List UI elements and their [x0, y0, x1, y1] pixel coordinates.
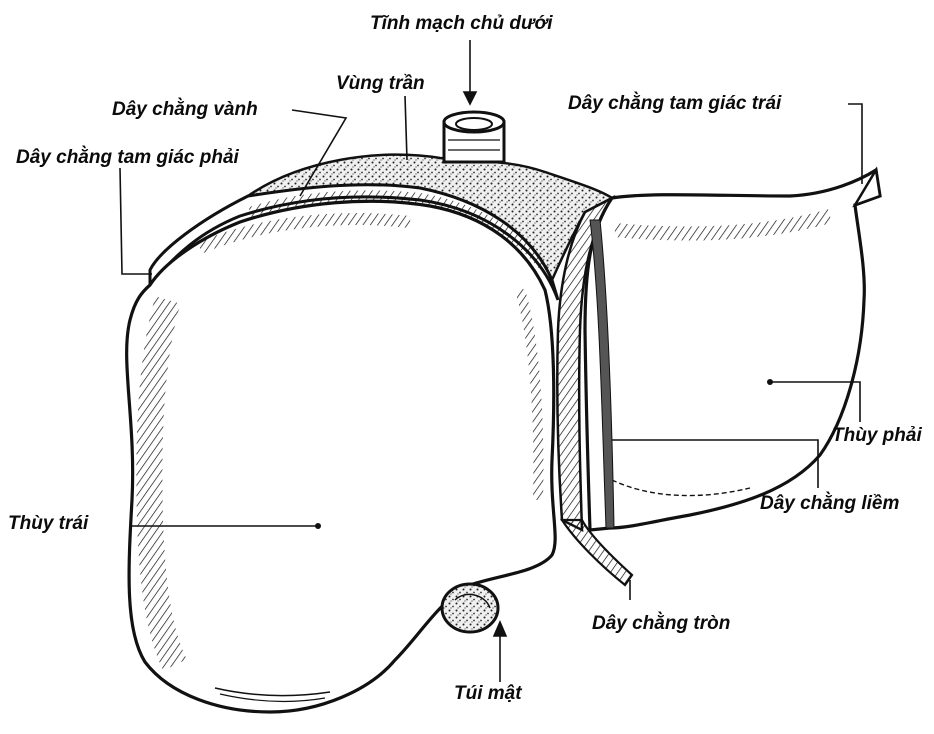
gallbladder-shape [442, 584, 498, 632]
label-bare-area: Vùng trần [336, 74, 425, 93]
label-coronary-ligament: Dây chằng vành [112, 100, 258, 119]
ivc-vessel [444, 112, 504, 162]
label-gallbladder: Túi mật [454, 684, 522, 703]
left-lobe-shape [585, 170, 880, 530]
label-right-triangular-ligament: Dây chằng tam giác phải [16, 148, 239, 167]
right-lobe-shape [127, 201, 555, 712]
label-falciform-ligament: Dây chằng liềm [760, 494, 899, 513]
label-round-ligament: Dây chằng tròn [592, 614, 730, 633]
label-left-triangular-ligament: Dây chằng tam giác trái [568, 94, 781, 113]
label-left-lobe: Thùy trái [8, 514, 88, 533]
label-ivc: Tĩnh mạch chủ dưới [370, 14, 553, 33]
label-right-lobe: Thùy phải [832, 426, 922, 445]
